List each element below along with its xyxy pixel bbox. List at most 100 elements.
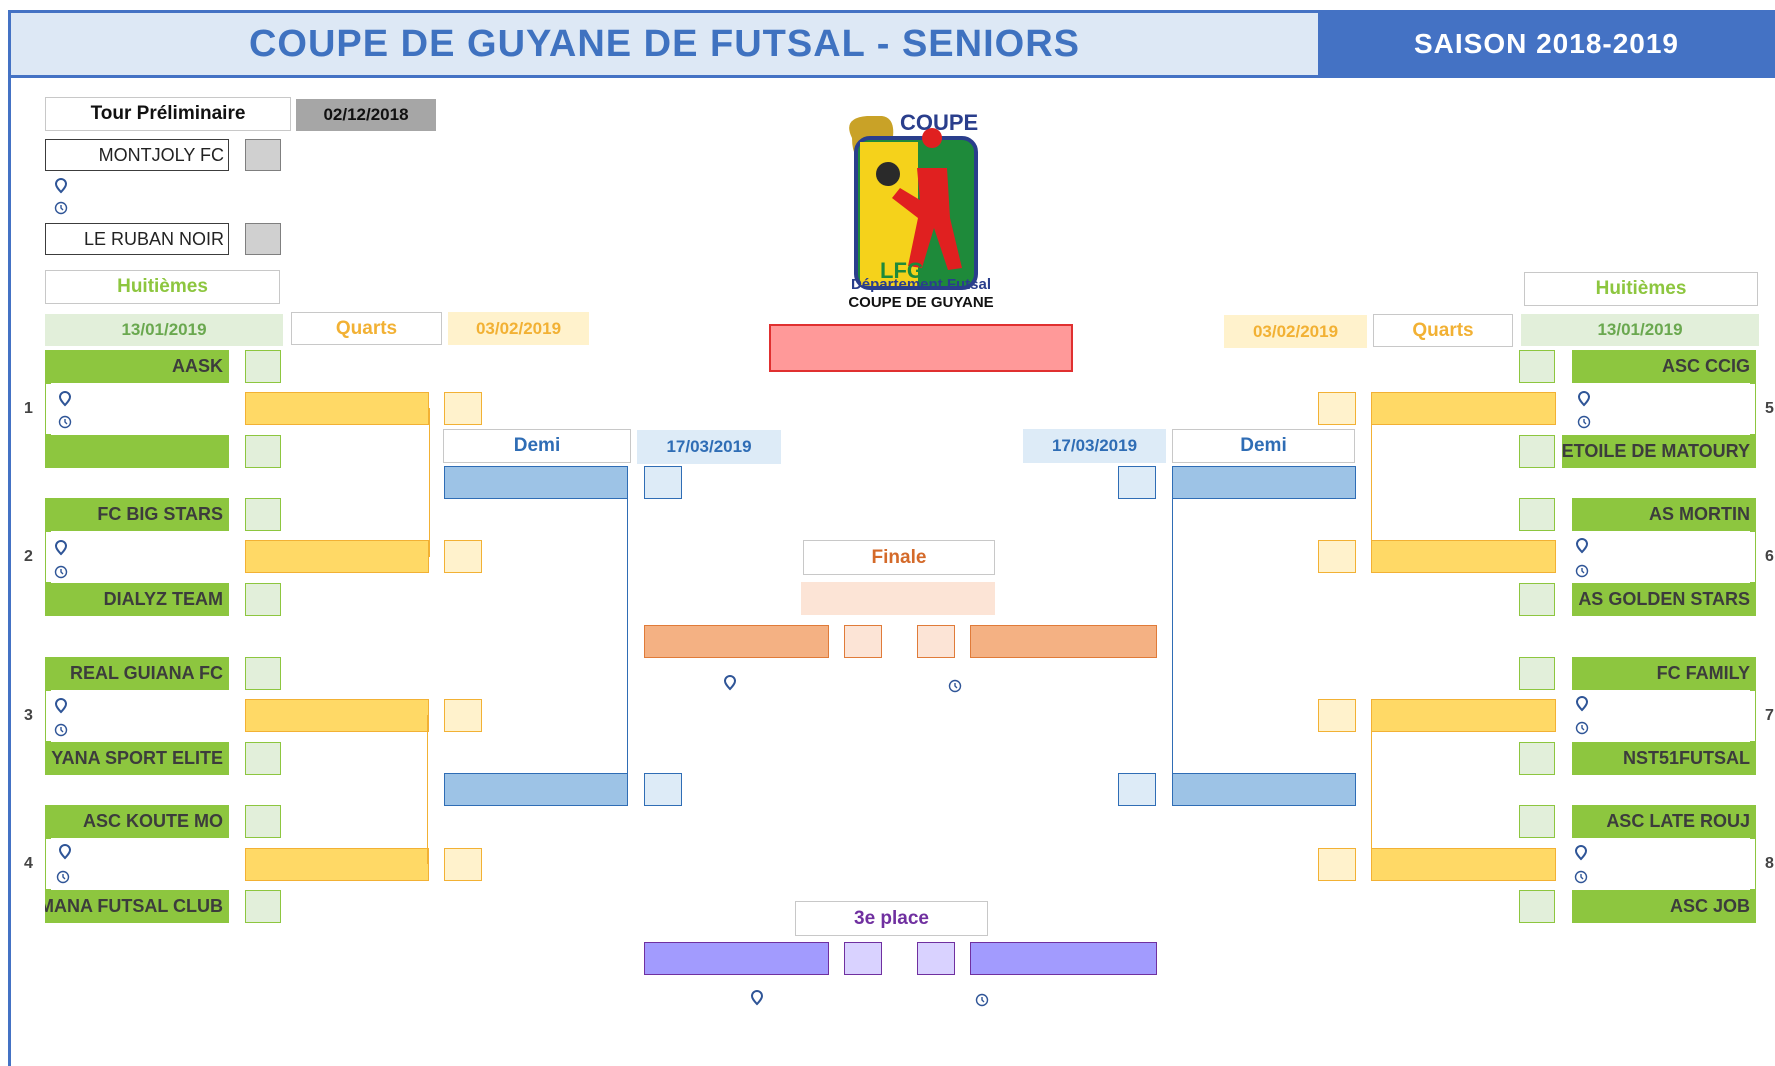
quarterfinal-team-slot[interactable] bbox=[245, 392, 429, 425]
preliminary-team-a[interactable]: MONTJOLY FC bbox=[45, 139, 229, 171]
quarterfinal-team-slot[interactable] bbox=[1371, 392, 1556, 425]
clock-icon bbox=[58, 415, 72, 429]
team-name[interactable]: ASC LATE ROUJ bbox=[1572, 805, 1756, 838]
score-box[interactable] bbox=[1519, 890, 1555, 923]
score-box[interactable] bbox=[245, 498, 281, 531]
location-pin-icon bbox=[1575, 538, 1589, 554]
team-name[interactable]: REAL GUIANA FC bbox=[45, 657, 229, 690]
score-box[interactable] bbox=[245, 805, 281, 838]
left-huitiemes-date: 13/01/2019 bbox=[45, 314, 283, 346]
score-box[interactable] bbox=[1519, 498, 1555, 531]
final-label: Finale bbox=[803, 540, 995, 575]
location-pin-icon bbox=[1577, 391, 1591, 407]
bracket-connector bbox=[1750, 838, 1756, 890]
header-divider bbox=[8, 75, 1775, 78]
team-name[interactable]: ASC KOUTE MO bbox=[45, 805, 229, 838]
final-team-slot[interactable] bbox=[970, 625, 1157, 658]
third-place-team-slot[interactable] bbox=[970, 942, 1157, 975]
location-pin-icon bbox=[58, 391, 72, 407]
score-box[interactable] bbox=[245, 890, 281, 923]
team-name[interactable]: FC BIG STARS bbox=[45, 498, 229, 531]
semifinal-score-box[interactable] bbox=[1118, 773, 1156, 806]
score-box[interactable] bbox=[245, 742, 281, 775]
score-box[interactable] bbox=[1519, 742, 1555, 775]
team-name[interactable]: ASC CCIG bbox=[1572, 350, 1756, 383]
preliminary-score-b[interactable] bbox=[245, 223, 281, 255]
location-pin-icon bbox=[723, 675, 737, 691]
quarterfinal-score-box[interactable] bbox=[444, 540, 482, 573]
quarterfinal-score-box[interactable] bbox=[1318, 392, 1356, 425]
match-number: 3 bbox=[24, 707, 33, 724]
sheet-frame bbox=[8, 10, 1775, 1066]
team-name[interactable] bbox=[45, 435, 229, 468]
preliminary-score-a[interactable] bbox=[245, 139, 281, 171]
clock-icon bbox=[54, 565, 68, 579]
quarterfinal-score-box[interactable] bbox=[444, 392, 482, 425]
quarterfinal-score-box[interactable] bbox=[444, 699, 482, 732]
clock-icon bbox=[56, 870, 70, 884]
semifinal-team-slot[interactable] bbox=[1172, 466, 1356, 499]
quarterfinal-score-box[interactable] bbox=[1318, 699, 1356, 732]
semifinal-score-box[interactable] bbox=[1118, 466, 1156, 499]
team-name[interactable]: DIALYZ TEAM bbox=[45, 583, 229, 616]
quarterfinal-team-slot[interactable] bbox=[245, 540, 429, 573]
location-pin-icon bbox=[54, 178, 68, 194]
quarterfinal-score-box[interactable] bbox=[1318, 540, 1356, 573]
team-name[interactable]: FC FAMILY bbox=[1572, 657, 1756, 690]
score-box[interactable] bbox=[245, 583, 281, 616]
team-name[interactable]: ETOILE DE MATOURY bbox=[1562, 435, 1756, 468]
team-name[interactable]: YANA SPORT ELITE bbox=[45, 742, 229, 775]
match-number: 2 bbox=[24, 548, 33, 565]
third-place-score-box[interactable] bbox=[917, 942, 955, 975]
score-box[interactable] bbox=[245, 350, 281, 383]
quarterfinal-team-slot[interactable] bbox=[1371, 848, 1556, 881]
champion-box[interactable] bbox=[769, 324, 1073, 372]
team-name[interactable]: AS MORTIN bbox=[1572, 498, 1756, 531]
semifinal-team-slot[interactable] bbox=[444, 773, 628, 806]
semifinal-team-slot[interactable] bbox=[444, 466, 628, 499]
quarterfinal-team-slot[interactable] bbox=[1371, 699, 1556, 732]
score-box[interactable] bbox=[1519, 435, 1555, 468]
score-box[interactable] bbox=[1519, 583, 1555, 616]
match-number: 6 bbox=[1765, 548, 1774, 565]
clock-icon bbox=[54, 201, 68, 215]
score-box[interactable] bbox=[1519, 350, 1555, 383]
semifinal-score-box[interactable] bbox=[644, 466, 682, 499]
team-name[interactable]: MANA FUTSAL CLUB bbox=[45, 890, 229, 923]
left-quarts-date: 03/02/2019 bbox=[448, 312, 589, 345]
quarterfinal-score-box[interactable] bbox=[1318, 848, 1356, 881]
team-name[interactable]: ASC JOB bbox=[1572, 890, 1756, 923]
logo-cup-text: COUPE DE GUYANE bbox=[848, 294, 994, 311]
clock-icon bbox=[1575, 564, 1589, 578]
lfg-futsal-logo: LFG bbox=[849, 116, 978, 290]
third-place-team-slot[interactable] bbox=[644, 942, 829, 975]
semifinal-score-box[interactable] bbox=[644, 773, 682, 806]
score-box[interactable] bbox=[1519, 805, 1555, 838]
team-name[interactable]: NST51FUTSAL bbox=[1572, 742, 1756, 775]
score-box[interactable] bbox=[245, 657, 281, 690]
quarterfinal-team-slot[interactable] bbox=[1371, 540, 1556, 573]
quarterfinal-score-box[interactable] bbox=[444, 848, 482, 881]
semifinal-team-slot[interactable] bbox=[1172, 773, 1356, 806]
right-quarts-label: Quarts bbox=[1373, 314, 1513, 347]
team-name[interactable]: AS GOLDEN STARS bbox=[1572, 583, 1756, 616]
score-box[interactable] bbox=[1519, 657, 1555, 690]
third-place-score-box[interactable] bbox=[844, 942, 882, 975]
preliminary-team-b[interactable]: LE RUBAN NOIR bbox=[45, 223, 229, 255]
match-number: 4 bbox=[24, 855, 33, 872]
location-pin-icon bbox=[58, 844, 72, 860]
final-score-box[interactable] bbox=[917, 625, 955, 658]
clock-icon bbox=[1574, 870, 1588, 884]
quarterfinal-team-slot[interactable] bbox=[245, 848, 429, 881]
final-team-slot[interactable] bbox=[644, 625, 829, 658]
final-score-box[interactable] bbox=[844, 625, 882, 658]
bracket-connector bbox=[429, 408, 430, 557]
team-name[interactable]: AASK bbox=[45, 350, 229, 383]
bracket-connector bbox=[1750, 531, 1756, 583]
bracket-connector bbox=[45, 531, 51, 583]
right-quarts-date: 03/02/2019 bbox=[1224, 315, 1367, 348]
right-huitiemes-date: 13/01/2019 bbox=[1521, 314, 1759, 346]
bracket-connector bbox=[45, 383, 51, 435]
score-box[interactable] bbox=[245, 435, 281, 468]
quarterfinal-team-slot[interactable] bbox=[245, 699, 429, 732]
